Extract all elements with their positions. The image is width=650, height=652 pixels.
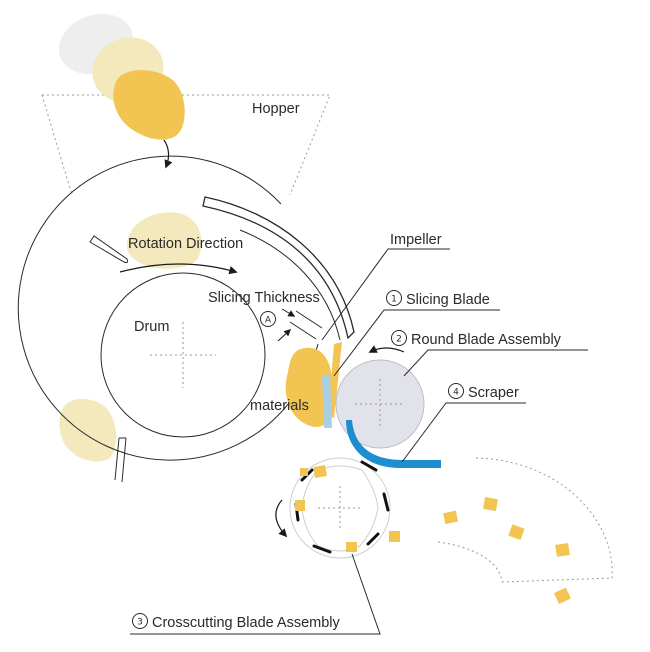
drum-fin-lower (114, 437, 127, 483)
drum-label: Drum (134, 319, 169, 335)
material-on-drum-top (126, 212, 202, 269)
slicing-blade-label: Slicing Blade (406, 292, 490, 308)
impeller-leader (321, 248, 450, 341)
thickness-arrow-b-icon (277, 329, 292, 342)
slicing-blade-tag: 1 Slicing Blade (386, 290, 490, 308)
crosscutting-rotation-arrow-icon (275, 499, 288, 538)
round-blade-number-icon (391, 330, 407, 346)
rotation-direction-label: Rotation Direction (128, 236, 243, 252)
svg-text:3: 3 (137, 618, 143, 628)
slicing-blade-number-icon (386, 290, 402, 306)
housing-guard (202, 196, 355, 340)
output-cubes (443, 497, 571, 604)
round-blade-label: Round Blade Assembly (411, 332, 562, 348)
material-being-sliced (285, 347, 332, 427)
thickness-marker-letter: A (265, 316, 272, 326)
falling-arrow-icon (163, 139, 173, 169)
rotation-arrow-icon (119, 263, 238, 275)
slicing-blade (322, 374, 332, 428)
scraper (346, 420, 441, 468)
round-blade-leader (403, 349, 588, 377)
crosscutting-material-chips (295, 465, 400, 552)
slicing-thickness-label: Slicing Thickness (208, 290, 320, 306)
round-blade-tag: 2 Round Blade Assembly (391, 330, 562, 348)
scraper-tag: 4 Scraper (448, 383, 519, 401)
thickness-gap-lines (289, 310, 323, 340)
material-slice-piece (328, 342, 342, 418)
scraper-leader (401, 402, 526, 463)
svg-text:2: 2 (396, 335, 402, 345)
scraper-label: Scraper (468, 385, 519, 401)
thickness-arrow-a-icon (281, 308, 296, 317)
hopper-label: Hopper (252, 101, 300, 117)
housing-inner-line (239, 229, 341, 341)
drum-outer-ring (17, 155, 319, 461)
svg-text:4: 4 (453, 388, 459, 398)
drum-fin-upper (89, 235, 129, 264)
crosscutting-crosshair (318, 486, 362, 530)
impeller-label: Impeller (390, 232, 442, 248)
scraper-number-icon (448, 383, 464, 399)
crosscutting-tag: 3 Crosscutting Blade Assembly (132, 613, 341, 631)
thickness-marker-icon (260, 311, 276, 327)
round-blade-rotation-arrow-icon (368, 345, 405, 353)
crosscutting-leader (130, 553, 381, 635)
material-on-drum-bottom (59, 398, 117, 462)
round-blade-crosshair (355, 379, 405, 429)
material-falling (113, 70, 185, 140)
drum-center-crosshair (150, 322, 216, 388)
slicing-blade-leader (333, 309, 500, 377)
crosscutting-number-icon (132, 613, 148, 629)
crosscutting-label: Crosscutting Blade Assembly (152, 615, 341, 631)
materials-label: materials (250, 398, 309, 414)
drum-inner-circle (100, 272, 266, 438)
svg-text:1: 1 (391, 295, 397, 305)
output-chute (437, 457, 613, 583)
